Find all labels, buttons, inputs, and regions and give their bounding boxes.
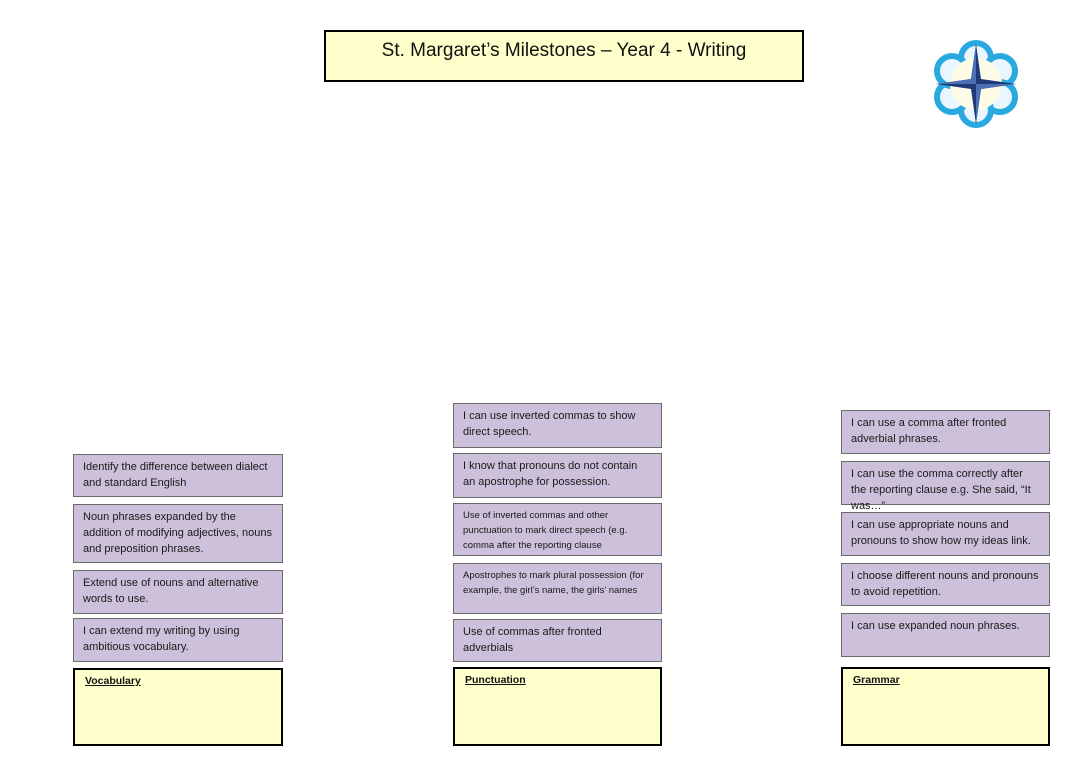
punctuation-card-text: Apostrophes to mark plural possession (f… (463, 570, 644, 596)
grammar-label-box: Grammar (841, 667, 1050, 746)
page-title-box: St. Margaret’s Milestones – Year 4 - Wri… (324, 30, 804, 82)
grammar-card: I can use a comma after fronted adverbia… (841, 410, 1050, 454)
grammar-card: I choose different nouns and pronouns to… (841, 563, 1050, 606)
grammar-card-text: I choose different nouns and pronouns to… (851, 570, 1039, 598)
vocabulary-card: Extend use of nouns and alternative word… (73, 570, 283, 614)
punctuation-card-text: Use of inverted commas and other punctua… (463, 510, 628, 551)
vocabulary-card: I can extend my writing by using ambitio… (73, 618, 283, 662)
punctuation-card: I can use inverted commas to show direct… (453, 403, 662, 448)
punctuation-card-text: I can use inverted commas to show direct… (463, 410, 636, 438)
grammar-card: I can use appropriate nouns and pronouns… (841, 512, 1050, 556)
punctuation-card-text: I know that pronouns do not contain an a… (463, 460, 638, 488)
vocabulary-label: Vocabulary (85, 675, 141, 687)
vocabulary-card-text: Extend use of nouns and alternative word… (83, 577, 259, 605)
punctuation-card: I know that pronouns do not contain an a… (453, 453, 662, 498)
page-title: St. Margaret’s Milestones – Year 4 - Wri… (381, 40, 747, 61)
vocabulary-card: Noun phrases expanded by the addition of… (73, 504, 283, 563)
grammar-card-text: I can use appropriate nouns and pronouns… (851, 519, 1031, 547)
vocabulary-label-box: Vocabulary (73, 668, 283, 746)
grammar-card-text: I can use the comma correctly after the … (851, 468, 1031, 512)
grammar-label: Grammar (853, 674, 900, 686)
grammar-card: I can use the comma correctly after the … (841, 461, 1050, 512)
grammar-card-text: I can use a comma after fronted adverbia… (851, 417, 1007, 445)
compass-flower-logo-icon (934, 40, 1018, 128)
punctuation-card: Use of inverted commas and other punctua… (453, 503, 662, 556)
punctuation-label-box: Punctuation (453, 667, 662, 746)
punctuation-label: Punctuation (465, 674, 526, 686)
vocabulary-card-text: Identify the difference between dialect … (83, 461, 268, 489)
grammar-card-text: I can use expanded noun phrases. (851, 620, 1020, 632)
vocabulary-card-text: Noun phrases expanded by the addition of… (83, 511, 272, 555)
punctuation-card: Apostrophes to mark plural possession (f… (453, 563, 662, 614)
punctuation-card-text: Use of commas after fronted adverbials (463, 626, 602, 654)
grammar-card: I can use expanded noun phrases. (841, 613, 1050, 657)
vocabulary-card: Identify the difference between dialect … (73, 454, 283, 497)
punctuation-card: Use of commas after fronted adverbials (453, 619, 662, 662)
vocabulary-card-text: I can extend my writing by using ambitio… (83, 625, 240, 653)
